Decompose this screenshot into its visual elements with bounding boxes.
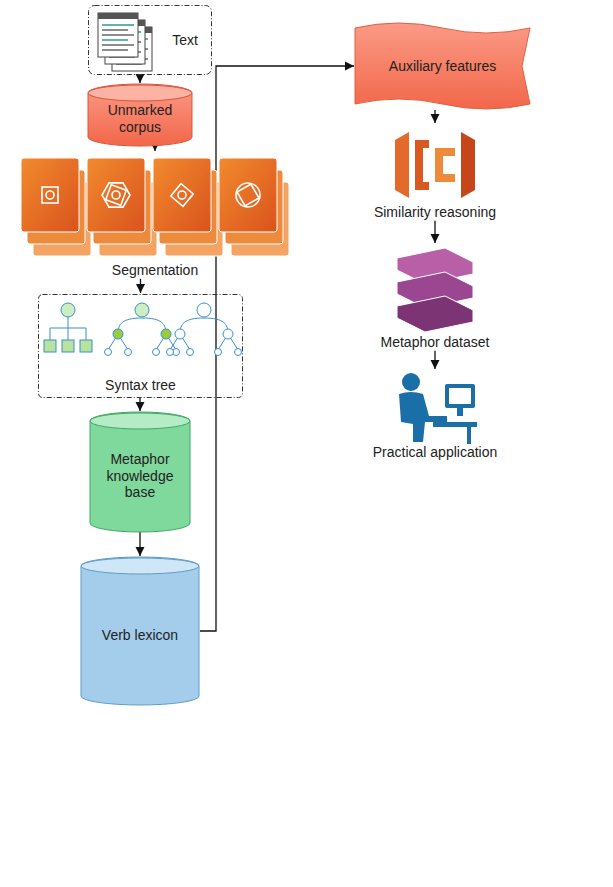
icon-node: Practical application	[360, 370, 510, 461]
database-cylinder: Unmarked corpus	[87, 84, 193, 146]
node-label: Practical application	[373, 444, 498, 461]
flow-arrow	[139, 398, 140, 411]
flow-arrow	[139, 532, 140, 556]
flow-arrow	[434, 110, 435, 123]
database-cylinder: Verb lexicon	[80, 557, 200, 705]
icon-space	[435, 370, 436, 444]
flow-arrow	[140, 279, 141, 293]
node-label: Segmentation	[112, 262, 198, 279]
flow-arrow	[434, 351, 435, 369]
node-label: Syntax tree	[105, 377, 176, 394]
node-shape	[10, 152, 300, 279]
node-label: Metaphor dataset	[381, 334, 490, 351]
node-label: Metaphor knowledge base	[101, 451, 179, 501]
flow-arrow	[200, 66, 354, 631]
node-label: Verb lexicon	[102, 627, 178, 644]
flow-arrow	[434, 221, 435, 243]
icon-node: Metaphor dataset	[360, 244, 510, 351]
node-label: Unmarked corpus	[99, 102, 181, 136]
dashed-box: Text	[88, 5, 212, 75]
flow-arrow	[139, 75, 140, 83]
flow-arrow	[154, 146, 155, 151]
database-cylinder: Metaphor knowledge base	[89, 412, 191, 532]
icon-node: Segmentation	[10, 152, 300, 279]
node-label: Auxiliary features	[389, 58, 496, 75]
banner-box: Auxiliary features	[355, 22, 530, 110]
node-label: Similarity reasoning	[374, 204, 496, 221]
node-label: Text	[172, 32, 198, 49]
dashed-box: Syntax tree	[38, 294, 243, 398]
icon-node: Similarity reasoning	[360, 124, 510, 221]
